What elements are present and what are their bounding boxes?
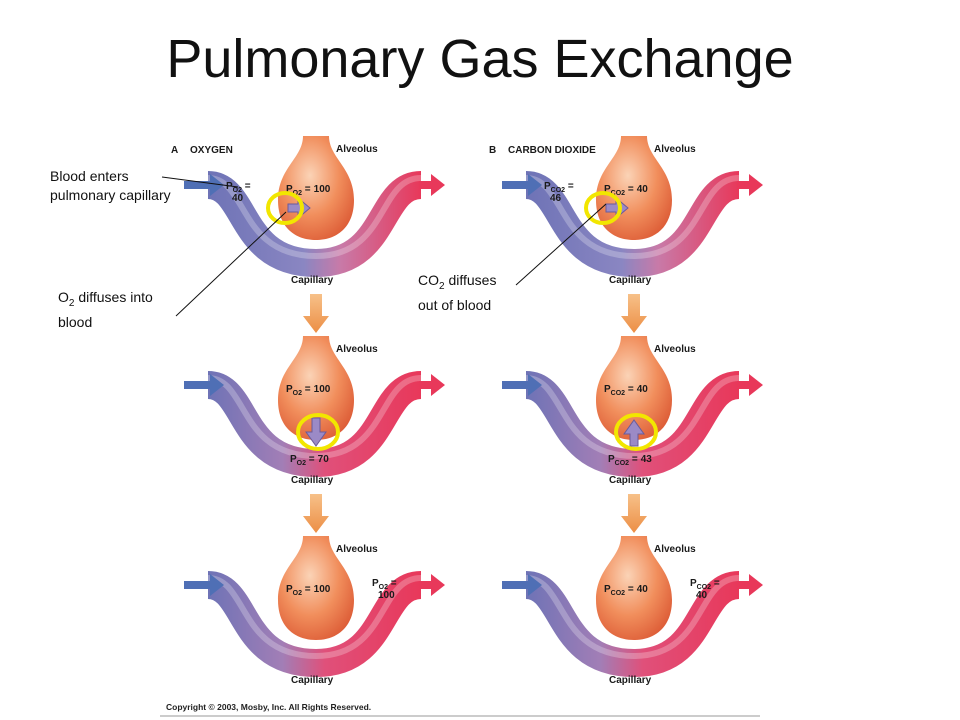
inlet-pressure-label: PO2 =40 (226, 181, 251, 204)
capillary-label: Capillary (291, 675, 334, 686)
inlet-arrow (502, 374, 542, 396)
callout-blood-enters: Blood enters pulmonary capillary (50, 167, 171, 205)
capillary-tube (206, 371, 423, 478)
diffusion-arrow (287, 196, 311, 220)
panel-letter: A (171, 145, 178, 156)
capillary-tube (524, 171, 741, 278)
outlet-pressure-label: PCO2 =40 (690, 578, 720, 601)
inlet-arrow (184, 574, 224, 596)
alveolus-shape (278, 336, 354, 440)
outlet-arrow (737, 374, 763, 396)
capillary-pressure-label: PCO2 =43 (608, 454, 652, 467)
diffusion-arrow (305, 417, 327, 447)
alveolus-shape (596, 536, 672, 640)
alveolar-pressure-label: PCO2 =40 (604, 384, 648, 397)
alveolar-pressure-label: PCO2 =40 (604, 184, 648, 197)
diffusion-arrow (623, 419, 645, 447)
alveolar-pressure-label: PO2 =100 (286, 384, 331, 397)
callout-o2-diffuses: O2 diffuses into blood (58, 288, 153, 332)
capillary-label: Capillary (609, 675, 652, 686)
inlet-pressure-label: PCO2 =46 (544, 181, 574, 204)
alveolus-label: Alveolus (336, 344, 378, 355)
highlight-ring (614, 413, 658, 451)
alveolus-label: Alveolus (654, 344, 696, 355)
callout-blood-enters-line2: pulmonary capillary (50, 187, 171, 203)
alveolus-shape (596, 136, 672, 240)
panel-name: OXYGEN (190, 145, 233, 156)
capillary-tube (206, 171, 423, 278)
callout-o2-diffuses-line2: blood (58, 313, 93, 330)
copyright-line: Copyright © 2003, Mosby, Inc. All Rights… (160, 702, 760, 717)
alveolus-label: Alveolus (336, 544, 378, 555)
callout-co2-diffuses: CO2 diffuses out of blood (418, 271, 496, 315)
alveolus-label: Alveolus (336, 144, 378, 155)
page-title: Pulmonary Gas Exchange (166, 29, 794, 89)
capillary-label: Capillary (291, 275, 334, 286)
highlight-ring (584, 191, 622, 225)
callout-lines (161, 176, 607, 317)
callout-o2-diffuses-line1: O2 diffuses into (58, 289, 153, 309)
stage-transfer-arrow (303, 294, 329, 333)
inlet-arrow (184, 174, 224, 196)
callout-line-blood-enters (161, 176, 239, 188)
alveolus-shape (278, 136, 354, 240)
callout-co2-diffuses-line1: CO2 diffuses (418, 272, 497, 292)
alveolus-label: Alveolus (654, 544, 696, 555)
panel-letter: B (489, 145, 496, 156)
outlet-arrow (419, 374, 445, 396)
capillary-tube (206, 571, 423, 678)
callout-blood-enters-line1: Blood enters (50, 168, 129, 184)
inlet-arrow (184, 374, 224, 396)
highlight-ring (266, 191, 304, 225)
stage-transfer-arrow (621, 294, 647, 333)
copyright-text: Copyright © 2003, Mosby, Inc. All Rights… (166, 702, 371, 712)
alveolus-shape (596, 336, 672, 440)
outlet-arrow (737, 174, 763, 196)
alveolus-label: Alveolus (654, 144, 696, 155)
callout-co2-diffuses-line2: out of blood (418, 296, 492, 313)
alveolar-pressure-label: PO2 =100 (286, 184, 331, 197)
alveolar-pressure-label: PCO2 =40 (604, 584, 648, 597)
stage-transfer-arrow (303, 494, 329, 533)
callout-line-co2-diffuses (515, 203, 607, 286)
capillary-tube (524, 571, 741, 678)
stage-transfer-arrow (621, 494, 647, 533)
capillary-label: Capillary (609, 475, 652, 486)
capillary-label: Capillary (291, 475, 334, 486)
panel-name: CARBON DIOXIDE (508, 145, 596, 156)
inlet-arrow (502, 574, 542, 596)
outlet-arrow (737, 574, 763, 596)
diffusion-arrow (605, 196, 629, 220)
inlet-arrow (502, 174, 542, 196)
capillary-label: Capillary (609, 275, 652, 286)
alveolus-shape (278, 536, 354, 640)
callout-line-o2-diffuses (175, 211, 287, 317)
alveolar-pressure-label: PO2 =100 (286, 584, 331, 597)
outlet-arrow (419, 174, 445, 196)
outlet-arrow (419, 574, 445, 596)
capillary-pressure-label: PO2 =70 (290, 454, 329, 467)
capillary-tube (524, 371, 741, 478)
highlight-ring (296, 413, 340, 451)
outlet-pressure-label: PO2 =100 (372, 578, 397, 601)
